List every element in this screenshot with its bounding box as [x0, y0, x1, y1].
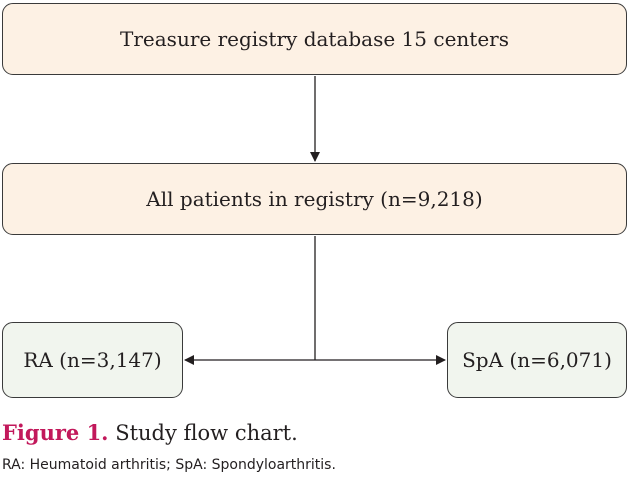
- figure-caption: Figure 1. Study flow chart.: [2, 420, 298, 445]
- spa-label: SpA (n=6,071): [462, 348, 612, 372]
- registry-database-label: Treasure registry database 15 centers: [120, 27, 509, 51]
- figure-label: Figure 1.: [2, 420, 109, 445]
- figure-title: Study flow chart.: [115, 421, 298, 445]
- all-patients-label: All patients in registry (n=9,218): [146, 187, 483, 211]
- registry-database-box: Treasure registry database 15 centers: [2, 3, 627, 75]
- ra-box: RA (n=3,147): [2, 322, 183, 398]
- abbreviation-footnote: RA: Heumatoid arthritis; SpA: Spondyloar…: [2, 457, 336, 473]
- all-patients-box: All patients in registry (n=9,218): [2, 163, 627, 235]
- ra-label: RA (n=3,147): [23, 348, 162, 372]
- spa-box: SpA (n=6,071): [447, 322, 627, 398]
